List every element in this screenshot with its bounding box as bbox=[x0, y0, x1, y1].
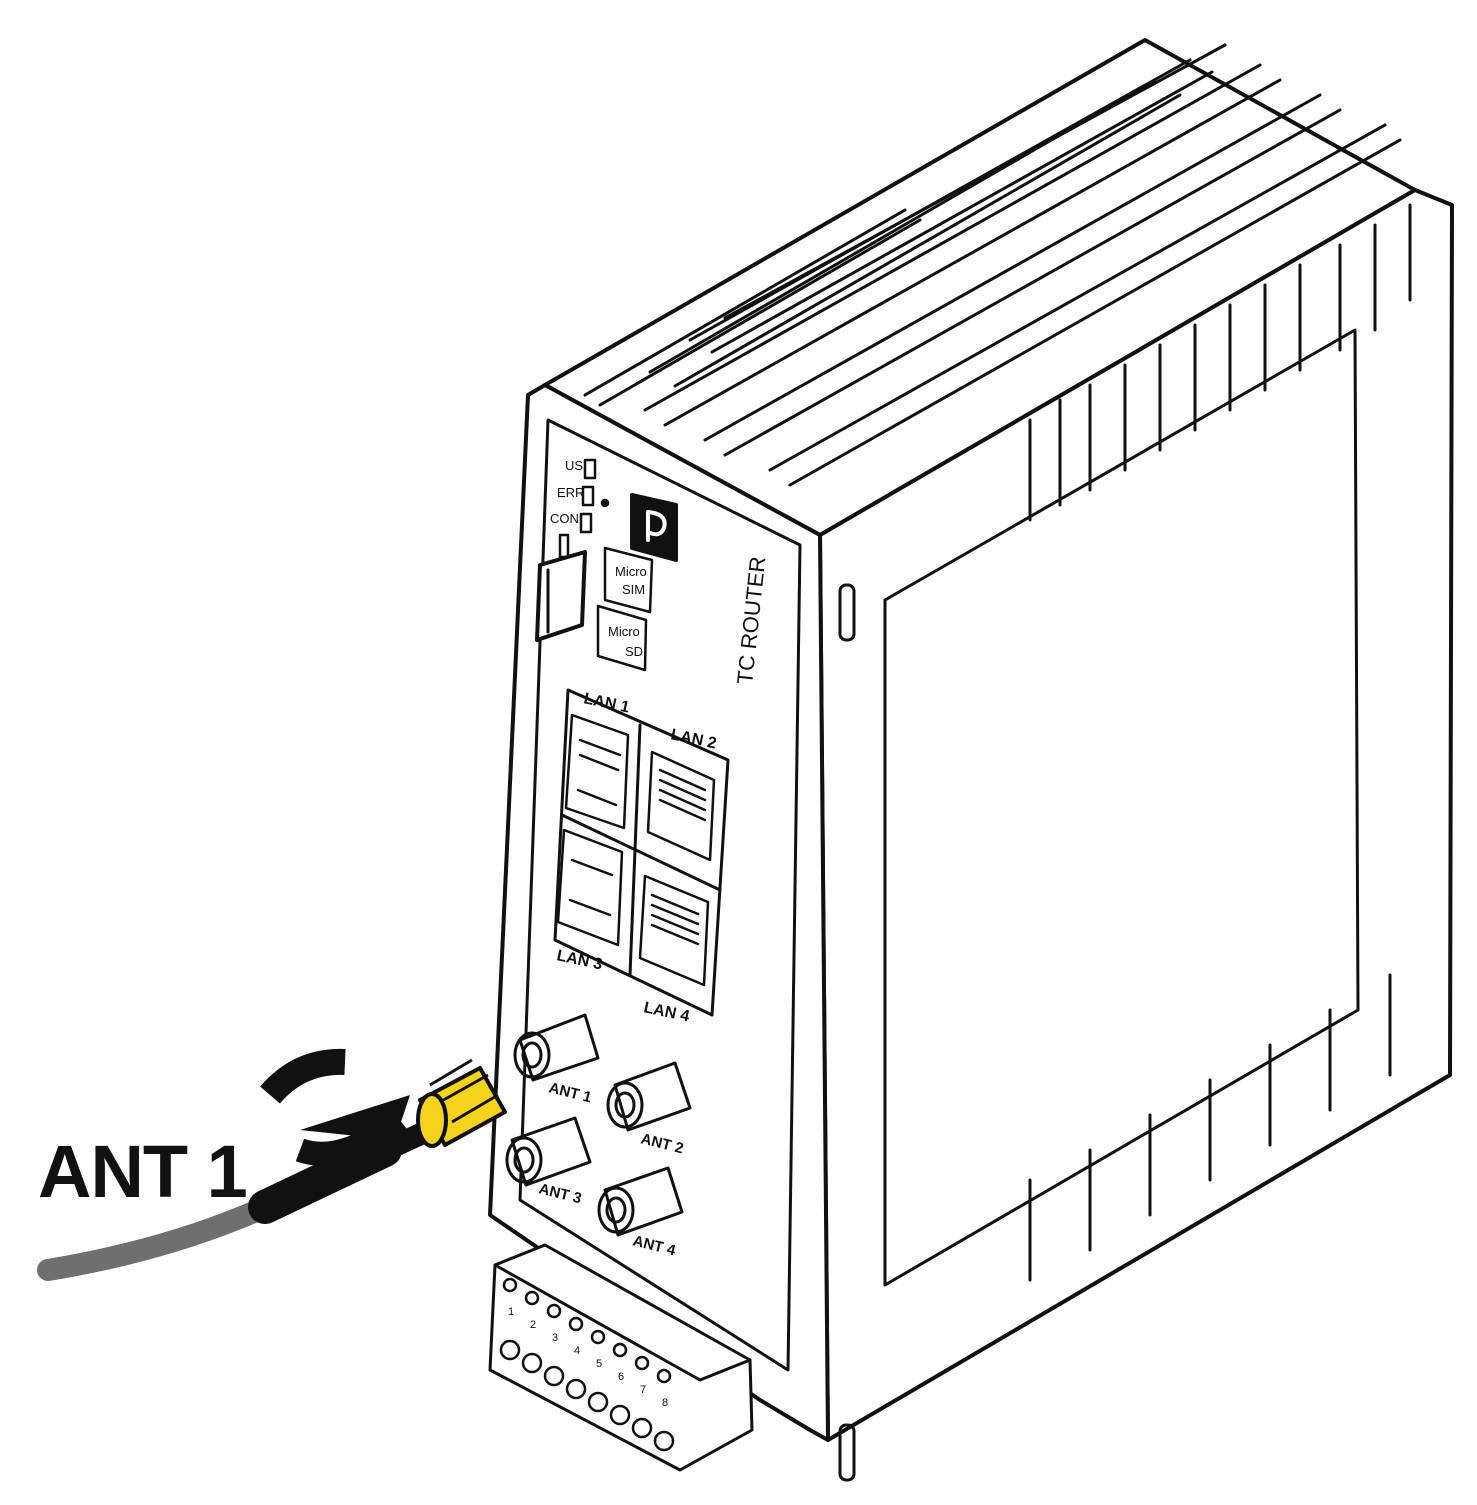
led-label-err: ERR bbox=[557, 485, 584, 500]
terminal-numbers: 1 2 3 4 5 6 7 8 bbox=[508, 1306, 668, 1409]
antenna-cable bbox=[37, 1122, 430, 1281]
terminal-number: 1 bbox=[508, 1306, 514, 1318]
led-indicators bbox=[579, 458, 610, 534]
terminal-number: 3 bbox=[552, 1332, 558, 1344]
lan-port-block bbox=[553, 688, 730, 1017]
sim-label-box bbox=[603, 546, 654, 614]
terminal-number: 2 bbox=[530, 1319, 536, 1331]
brand-logo bbox=[630, 493, 678, 562]
callout-label: ANT 1 bbox=[38, 1130, 248, 1213]
sim-slot bbox=[535, 550, 587, 642]
top-fins bbox=[583, 43, 1402, 487]
terminal-number: 7 bbox=[640, 1384, 646, 1396]
antenna-socket-1 bbox=[513, 1013, 600, 1082]
sim-label-line2: SIM bbox=[622, 582, 645, 597]
lan-port-4 bbox=[638, 874, 710, 987]
lan-port-2 bbox=[646, 750, 716, 862]
led-label-con: CON bbox=[550, 511, 579, 526]
side-label-panel bbox=[883, 328, 1360, 1287]
sd-label-line1: Micro bbox=[608, 624, 640, 639]
lan-port-1 bbox=[564, 713, 630, 830]
antenna-socket-3 bbox=[505, 1116, 592, 1187]
housing-front bbox=[488, 383, 830, 1442]
terminal-number: 4 bbox=[574, 1345, 580, 1357]
sd-label-line2: SD bbox=[625, 644, 643, 659]
terminal-number: 6 bbox=[618, 1371, 624, 1383]
lan-port-3 bbox=[556, 828, 624, 947]
terminal-screws bbox=[499, 1277, 675, 1452]
insert-arrow-icon bbox=[260, 1048, 410, 1166]
side-ribs bbox=[1028, 203, 1412, 1282]
terminal-block bbox=[488, 1243, 754, 1472]
led-label-us: US bbox=[565, 458, 583, 473]
antenna-socket-4 bbox=[597, 1166, 684, 1237]
sma-connector bbox=[416, 1058, 507, 1148]
sd-label-box bbox=[596, 604, 648, 672]
terminal-number: 8 bbox=[662, 1397, 668, 1409]
sim-label-line1: Micro bbox=[615, 564, 647, 579]
terminal-number: 5 bbox=[596, 1358, 602, 1370]
antenna-socket-2 bbox=[606, 1061, 692, 1132]
